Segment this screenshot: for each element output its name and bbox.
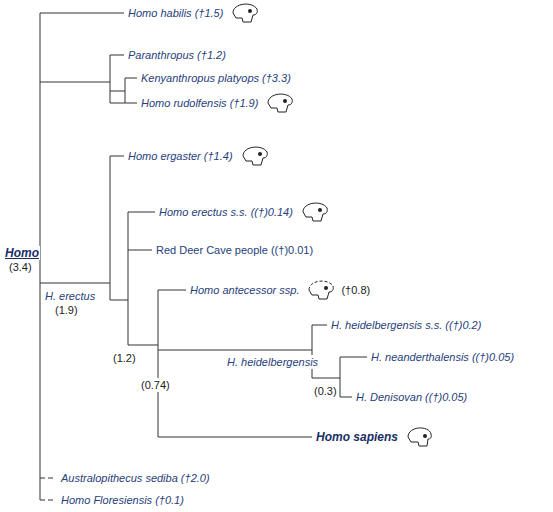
skull-icon xyxy=(300,200,330,224)
taxon-label: Homo sapiens xyxy=(315,430,399,444)
clade-label: H. heidelbergensis xyxy=(226,355,319,369)
taxon-label: H. Denisovan ((†)0.05) xyxy=(355,390,468,404)
taxon-label: Paranthropus (†1.2) xyxy=(127,48,227,62)
skull-icon xyxy=(240,144,270,168)
taxon-label: Homo ergaster (†1.4) xyxy=(127,149,234,163)
taxon-label: Kenyanthropus platyops (†3.3) xyxy=(140,71,292,85)
skull-icon xyxy=(306,278,336,302)
date-label: (†0.8) xyxy=(340,283,371,297)
taxon-label: Homo Floresiensis (†0.1) xyxy=(60,493,185,507)
skull-icon xyxy=(230,1,260,25)
node-date: (1.2) xyxy=(112,351,137,365)
taxon-label: H. heidelbergensis s.s. ((†)0.2) xyxy=(330,318,482,332)
clade-label: H. erectus xyxy=(44,289,96,303)
taxon-label: Homo habilis (†1.5) xyxy=(127,6,224,20)
taxon-label: H. neanderthalensis ((†)0.05) xyxy=(370,350,515,364)
taxon-label: Homo rudolfensis (†1.9) xyxy=(140,96,259,110)
taxon-label: Red Deer Cave people ((†)0.01) xyxy=(155,243,314,257)
taxon-label: Australopithecus sediba (†2.0) xyxy=(60,471,211,485)
taxon-label: Homo antecessor ssp. xyxy=(189,283,300,297)
node-date: (3.4) xyxy=(8,260,33,274)
skull-icon xyxy=(405,425,435,449)
skull-icon xyxy=(265,91,295,115)
genus-label: Homo xyxy=(4,246,40,260)
node-date: (0.74) xyxy=(140,378,171,392)
node-date: (0.3) xyxy=(313,384,338,398)
taxon-label: Homo erectus s.s. ((†)0.14) xyxy=(158,205,294,219)
node-date: (1.9) xyxy=(54,303,79,317)
